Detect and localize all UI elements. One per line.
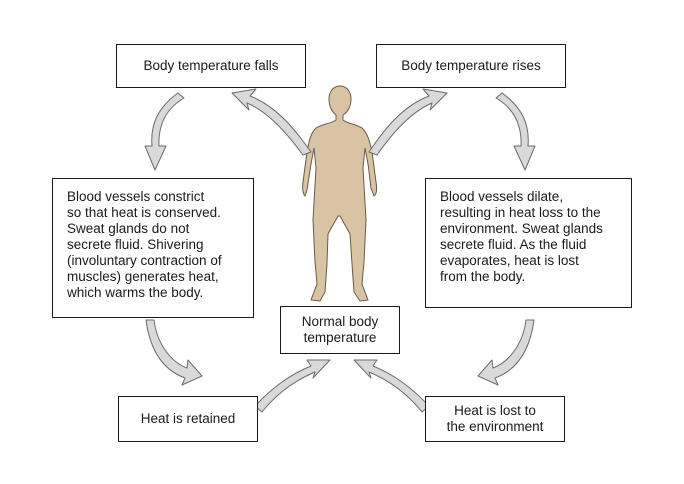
heat-lost-box: Heat is lost to the environment [425, 396, 565, 442]
constrict-line: Blood vessels constrict [67, 189, 205, 204]
heat-retained-box: Heat is retained [118, 396, 258, 442]
constrict-line: muscles) generates heat, [67, 269, 219, 284]
arrow-to-temp-falls-icon [231, 88, 312, 156]
temp-rises-box: Body temperature rises [376, 44, 566, 88]
heat-lost-line: the environment [446, 419, 544, 434]
constrict-line: which warms the body. [67, 285, 204, 300]
human-body-icon [302, 85, 378, 302]
curved-arrow-icons [144, 88, 536, 413]
normal-temp-box: Normal body temperature [280, 306, 400, 354]
arrow-retained-to-normal-icon [254, 359, 331, 413]
constrict-box: Blood vessels constrict so that heat is … [52, 178, 254, 318]
constrict-line: secrete fluid. Shivering [67, 237, 204, 252]
temp-falls-box: Body temperature falls [116, 44, 306, 88]
dilate-line: resulting in heat loss to the [440, 205, 601, 220]
heat-retained-label: Heat is retained [140, 411, 236, 426]
heat-lost-line: Heat is lost to [454, 403, 536, 418]
dilate-box: Blood vessels dilate, resulting in heat … [425, 178, 632, 308]
arrow-falls-to-constrict-icon [144, 92, 185, 171]
arrow-constrict-to-retained-icon [145, 319, 203, 386]
dilate-line: environment. Sweat glands [440, 221, 603, 236]
constrict-line: Sweat glands do not [67, 221, 190, 236]
arrow-rises-to-dilate-icon [495, 92, 536, 171]
dilate-line: evaporates, heat is lost [440, 253, 579, 268]
normal-temp-line: temperature [303, 330, 377, 345]
arrow-lost-to-normal-icon [353, 359, 430, 413]
dilate-line: secrete fluid. As the fluid [440, 237, 587, 252]
constrict-line: (involuntary contraction of [67, 253, 222, 268]
dilate-line: Blood vessels dilate, [440, 189, 564, 204]
constrict-line: so that heat is conserved. [67, 205, 221, 220]
arrow-to-temp-rises-icon [368, 88, 448, 156]
temp-rises-label: Body temperature rises [401, 58, 541, 73]
temp-falls-label: Body temperature falls [143, 58, 279, 73]
normal-temp-line: Normal body [301, 314, 379, 329]
dilate-line: from the body. [440, 269, 526, 284]
arrow-dilate-to-lost-icon [477, 319, 535, 386]
